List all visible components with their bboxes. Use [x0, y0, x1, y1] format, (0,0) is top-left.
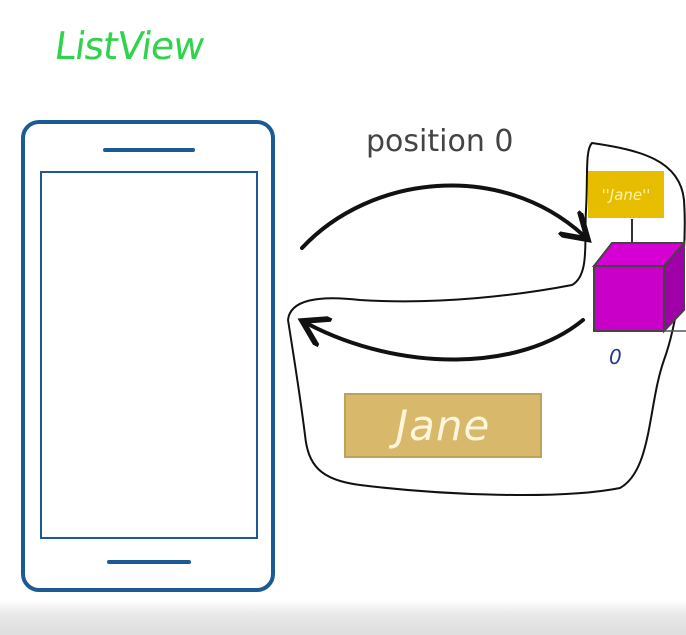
arrow-label: position 0 [366, 124, 514, 159]
cube-icon [591, 240, 686, 334]
name-chip: Jane [344, 393, 542, 458]
phone-home-bar [107, 560, 191, 564]
string-tag: ''Jane'' [588, 171, 664, 218]
phone-speaker [103, 148, 195, 152]
floor-shadow [0, 600, 686, 635]
phone-outline [21, 120, 275, 592]
phone-screen [40, 171, 258, 539]
curved-arrow-right [300, 183, 583, 250]
curved-arrow-left [308, 320, 585, 362]
index-label: 0 [609, 345, 622, 369]
